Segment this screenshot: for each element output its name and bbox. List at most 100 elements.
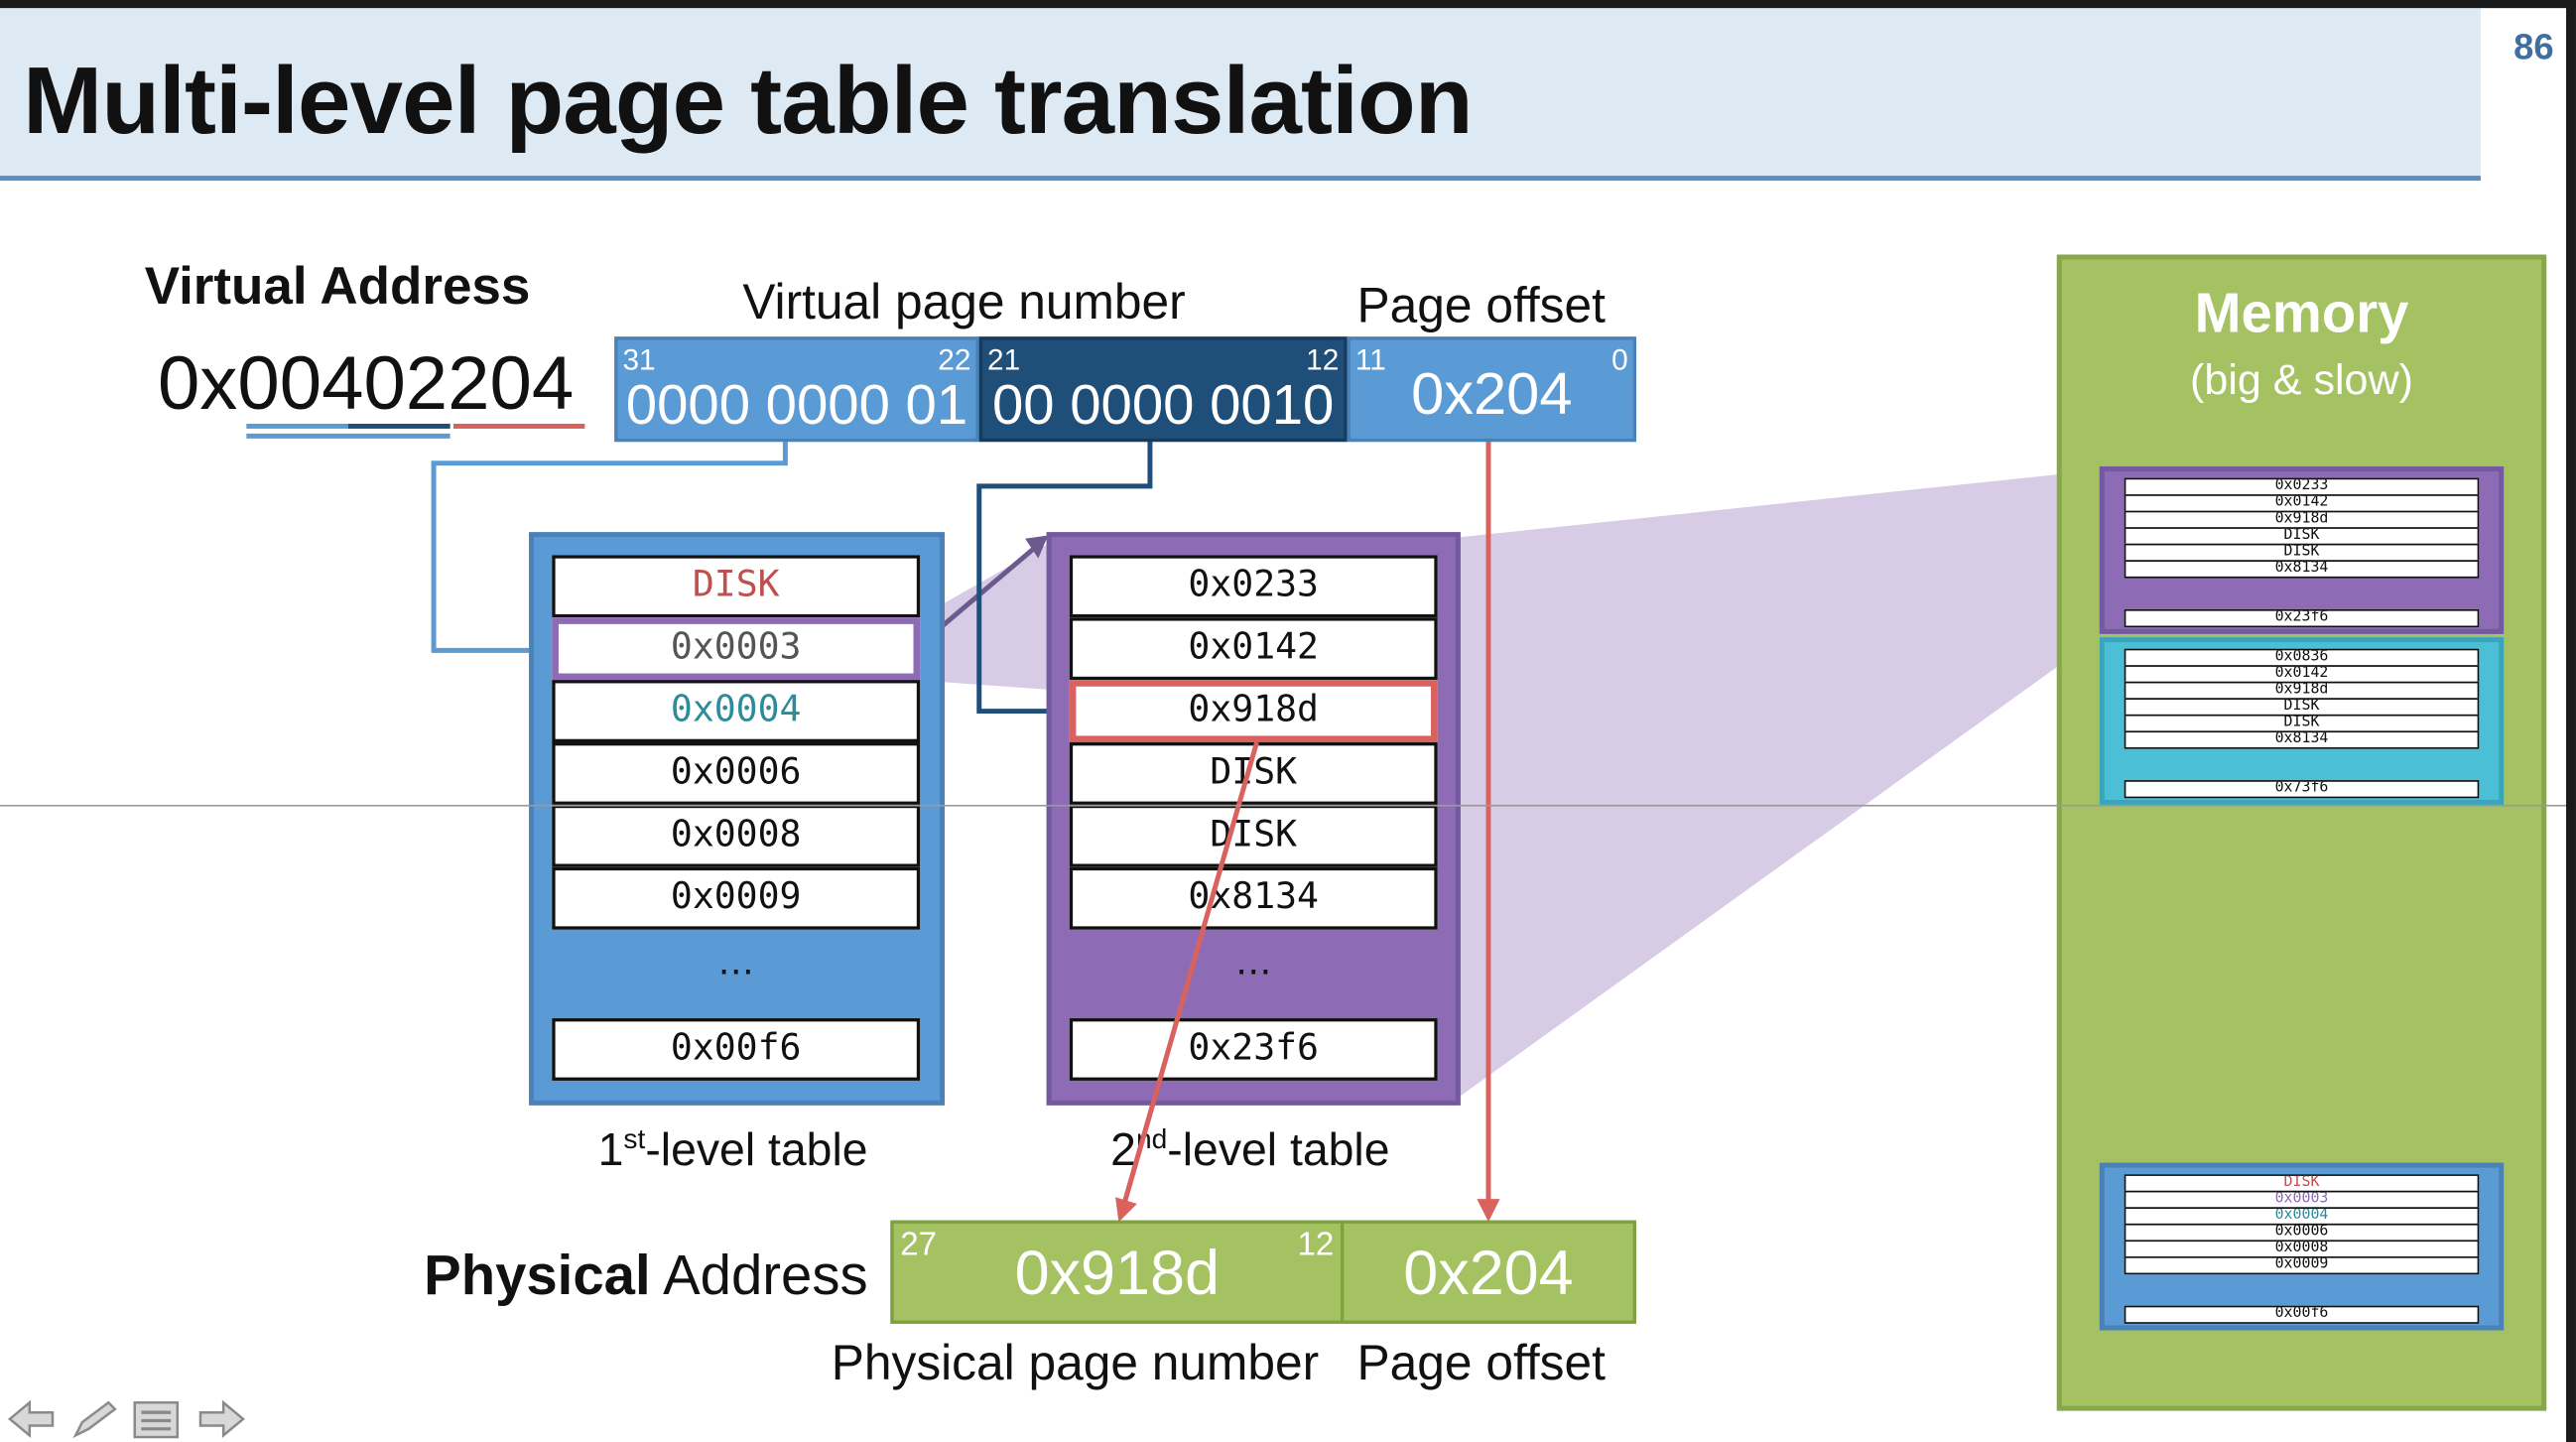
bit-12: 12 bbox=[1306, 342, 1340, 376]
pa-segment-ppn: 27 12 0x918d bbox=[890, 1220, 1345, 1324]
pa-bit-12: 12 bbox=[1297, 1227, 1335, 1263]
mem-b-2: 0x918d bbox=[2124, 681, 2480, 700]
mem-c-0: DISK bbox=[2124, 1174, 2480, 1193]
memory-title: Memory bbox=[2194, 282, 2409, 345]
mem-b-3: DISK bbox=[2124, 698, 2480, 717]
l1-label-text: -level table bbox=[645, 1123, 868, 1175]
l1-label-num: 1 bbox=[597, 1123, 624, 1175]
memory-block-c: DISK 0x0003 0x0004 0x0006 0x0008 0x0009 … bbox=[2099, 1162, 2505, 1331]
page-offset-label-bottom: Page offset bbox=[1356, 1337, 1606, 1391]
arrow-right-icon[interactable] bbox=[197, 1399, 247, 1439]
slide-title: Multi-level page table translation bbox=[23, 47, 1473, 155]
l2-entry-0: 0x0233 bbox=[1069, 555, 1438, 618]
bit-22: 22 bbox=[938, 342, 971, 376]
memory-subtitle: (big & slow) bbox=[2190, 354, 2413, 405]
second-level-table-label: 2nd-level table bbox=[1110, 1123, 1389, 1176]
va-segment-offset: 11 0 0x204 bbox=[1347, 336, 1636, 443]
pa-segment-offset: 0x204 bbox=[1340, 1220, 1636, 1324]
virtual-address-value: 0x00402204 bbox=[158, 338, 574, 427]
mem-a-1: 0x0142 bbox=[2124, 494, 2480, 513]
title-band-right bbox=[2480, 8, 2576, 182]
va-underline-vpn2 bbox=[347, 423, 451, 429]
l1-entry-3: 0x0006 bbox=[552, 742, 921, 805]
arrow-left-icon[interactable] bbox=[7, 1399, 57, 1439]
pa-offset-value: 0x204 bbox=[1403, 1240, 1574, 1309]
l1-entry-1: 0x0003 bbox=[552, 617, 921, 681]
mem-c-5: 0x0009 bbox=[2124, 1255, 2480, 1275]
pa-label-rest: Address bbox=[650, 1245, 868, 1308]
va-segment-vpn2: 21 12 00 0000 0010 bbox=[978, 336, 1348, 443]
bit-31: 31 bbox=[622, 342, 656, 376]
mem-a-last: 0x23f6 bbox=[2124, 608, 2480, 628]
mem-c-4: 0x0008 bbox=[2124, 1240, 2480, 1258]
l2-label-sup: nd bbox=[1135, 1122, 1168, 1155]
memory-block-b: 0x0836 0x0142 0x918d DISK DISK 0x8134 0x… bbox=[2099, 637, 2505, 805]
physical-address-label: Physical Address bbox=[424, 1245, 868, 1309]
bit-11: 11 bbox=[1354, 342, 1386, 376]
mem-c-last: 0x00f6 bbox=[2124, 1305, 2480, 1324]
va-underline-vpn1-b bbox=[246, 433, 451, 439]
pa-label-bold: Physical bbox=[424, 1245, 651, 1308]
projection-2nd-table bbox=[1445, 469, 2104, 1098]
mem-a-5: 0x8134 bbox=[2124, 560, 2480, 579]
first-level-table-label: 1st-level table bbox=[598, 1123, 868, 1176]
vpn-label: Virtual page number bbox=[742, 276, 1186, 330]
ppn-label: Physical page number bbox=[831, 1337, 1320, 1391]
title-band bbox=[0, 8, 2481, 182]
l1-entry-last: 0x00f6 bbox=[552, 1018, 921, 1081]
mem-b-4: DISK bbox=[2124, 714, 2480, 733]
l2-entry-5: 0x8134 bbox=[1069, 866, 1438, 930]
bit-0: 0 bbox=[1611, 342, 1628, 376]
vpn2-bits: 00 0000 0010 bbox=[991, 374, 1335, 438]
right-edge-border bbox=[2566, 0, 2576, 1442]
page-offset-label-top: Page offset bbox=[1356, 279, 1606, 333]
mem-a-4: DISK bbox=[2124, 543, 2480, 562]
arrowhead-offset bbox=[1477, 1199, 1500, 1223]
l1-ellipsis: … bbox=[717, 942, 754, 984]
va-underline-offset bbox=[452, 423, 585, 429]
l1-entry-0: DISK bbox=[552, 555, 921, 618]
mem-a-3: DISK bbox=[2124, 527, 2480, 546]
slide-number: 86 bbox=[2513, 26, 2554, 67]
pa-ppn-value: 0x918d bbox=[1014, 1240, 1220, 1309]
mem-c-1: 0x0003 bbox=[2124, 1190, 2480, 1210]
mem-c-3: 0x0006 bbox=[2124, 1223, 2480, 1243]
l1-label-sup: st bbox=[623, 1122, 646, 1155]
connector-vpn2 bbox=[976, 440, 1153, 715]
bit-21: 21 bbox=[987, 342, 1021, 376]
l2-entry-3: DISK bbox=[1069, 742, 1438, 805]
mem-a-0: 0x0233 bbox=[2124, 477, 2480, 496]
projection-entry-0x0003 bbox=[913, 542, 1052, 691]
l2-label-text: -level table bbox=[1167, 1123, 1390, 1175]
mem-c-2: 0x0004 bbox=[2124, 1207, 2480, 1226]
arrowhead-0x918d bbox=[1115, 1197, 1137, 1223]
va-prefix: 0x bbox=[157, 339, 238, 426]
va-underline-vpn1 bbox=[246, 423, 348, 429]
mem-a-2: 0x918d bbox=[2124, 510, 2480, 529]
va-digits: 00402204 bbox=[237, 339, 575, 426]
l1-entry-5: 0x0009 bbox=[552, 866, 921, 930]
horizontal-rule bbox=[0, 804, 2576, 807]
va-segment-vpn1: 31 22 0000 0000 01 bbox=[614, 336, 979, 443]
virtual-address-label: Virtual Address bbox=[144, 256, 531, 316]
mem-b-5: 0x8134 bbox=[2124, 730, 2480, 749]
l1-entry-2: 0x0004 bbox=[552, 680, 921, 743]
l2-ellipsis: … bbox=[1235, 942, 1272, 984]
arrowhead-0x0003 bbox=[1025, 535, 1049, 559]
l2-entry-2: 0x918d bbox=[1069, 680, 1438, 743]
bit-27: 27 bbox=[900, 1227, 938, 1263]
memory-block-a: 0x0233 0x0142 0x918d DISK DISK 0x8134 0x… bbox=[2099, 465, 2505, 634]
vpn1-bits: 0000 0000 01 bbox=[625, 374, 968, 438]
mem-b-0: 0x0836 bbox=[2124, 648, 2480, 667]
top-border bbox=[0, 0, 2576, 9]
menu-icon[interactable] bbox=[131, 1399, 181, 1439]
pen-icon[interactable] bbox=[69, 1399, 119, 1439]
l2-entry-last: 0x23f6 bbox=[1069, 1018, 1438, 1081]
l2-label-num: 2 bbox=[1110, 1123, 1136, 1175]
l2-entry-1: 0x0142 bbox=[1069, 617, 1438, 681]
l1-entry-4: 0x0008 bbox=[552, 804, 921, 867]
mem-b-1: 0x0142 bbox=[2124, 665, 2480, 684]
offset-bits: 0x204 bbox=[1411, 359, 1573, 428]
l2-entry-4: DISK bbox=[1069, 804, 1438, 867]
